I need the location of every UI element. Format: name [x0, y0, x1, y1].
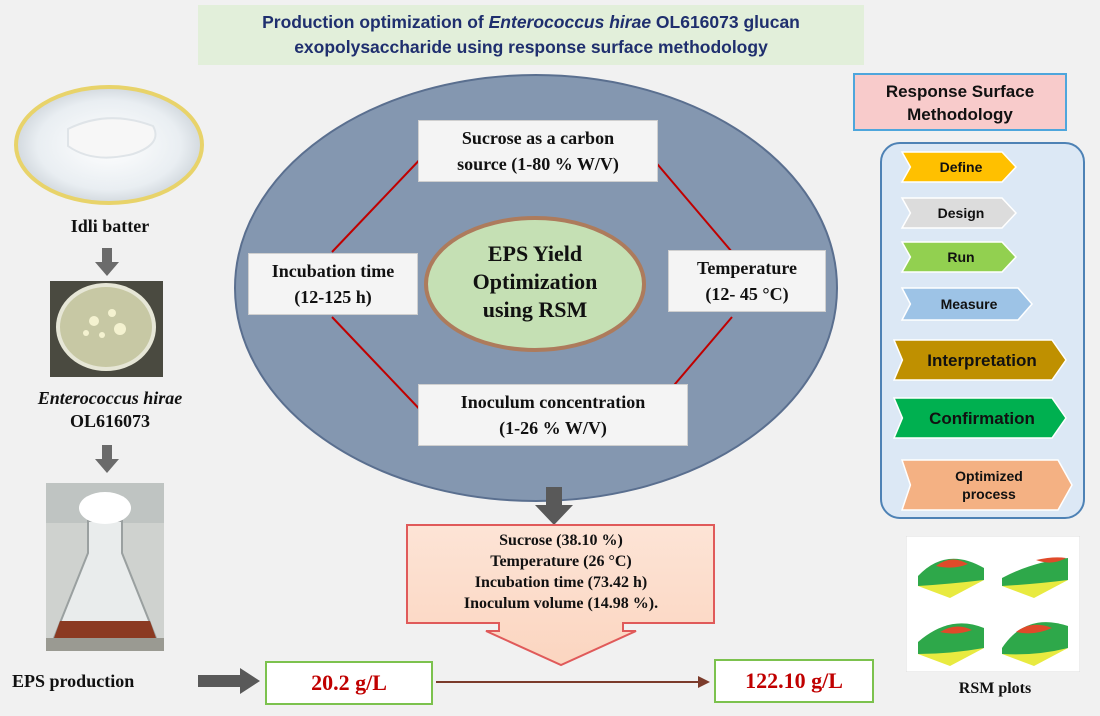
rsm-plot-3 [918, 623, 984, 666]
rsm-step-measure: Measure [900, 287, 1033, 321]
rsm-plots-label: RSM plots [958, 680, 1032, 697]
factor-incubation-line-2: (12-125 h) [294, 287, 372, 307]
rsm-step-run: Run [900, 241, 1018, 273]
organism-code: OL616073 [69, 411, 150, 431]
core-line-3: using RSM [482, 297, 588, 322]
optimized-conditions-text: Sucrose (38.10 %) Temperature (26 °C) In… [406, 530, 716, 614]
result-after: 122.10 g/L [714, 659, 874, 703]
down-arrow-2 [95, 445, 119, 473]
title-banner: Production optimization of Enterococcus … [198, 5, 864, 65]
core-oval [424, 216, 646, 352]
down-arrow-1 [95, 248, 119, 276]
idli-batter-photo [14, 85, 204, 205]
opt-line-1: Sucrose (38.10 %) [499, 532, 623, 549]
rsm-step-label: Define [940, 159, 983, 175]
core-text: EPS Yield Optimization using RSM [420, 240, 650, 324]
down-arrow-center [535, 487, 573, 525]
optimized-conditions-callout [406, 524, 715, 667]
rsm-plot-2 [1002, 557, 1068, 598]
rsm-header-line-1: Response Surface [885, 82, 1035, 101]
rsm-plot-1 [918, 558, 984, 598]
rsm-step-label: Confirmation [929, 409, 1035, 428]
rsm-step-label: Optimized [955, 468, 1023, 484]
factor-temperature: Temperature (12- 45 °C) [668, 250, 826, 312]
opt-line-3: Incubation time (73.42 h) [474, 574, 648, 591]
rsm-step-label: Interpretation [927, 351, 1037, 370]
core-line-1: EPS Yield [487, 241, 583, 266]
result-connector-arrow [436, 676, 710, 688]
rsm-step-label: Design [938, 205, 985, 221]
rsm-step-confirmation: Confirmation [892, 397, 1067, 439]
factor-sucrose-line-2: source (1-80 % W/V) [457, 154, 619, 174]
rsm-steps: DefineDesignRunMeasureInterpretationConf… [892, 151, 1073, 511]
rsm-step-label: process [962, 486, 1016, 502]
rsm-step-label: Run [947, 249, 974, 265]
factor-temperature-line-2: (12- 45 °C) [705, 284, 789, 304]
title-line-2: exopolysaccharide using response surface… [294, 37, 768, 57]
title-line-1: Production optimization of Enterococcus … [262, 12, 800, 32]
rsm-header: Response Surface Methodology [853, 73, 1067, 131]
rsm-step-design: Design [900, 197, 1018, 229]
factor-incubation-line-1: Incubation time [271, 261, 395, 281]
result-before: 20.2 g/L [265, 661, 433, 705]
factor-sucrose-line-1: Sucrose as a carbon [461, 128, 615, 148]
idli-batter-label: Idli batter [70, 216, 150, 236]
rsm-step-interpretation: Interpretation [892, 339, 1067, 381]
connector-line [331, 151, 428, 253]
rsm-step-define: Define [900, 151, 1018, 183]
rsm-plot-4 [1002, 622, 1068, 666]
opt-line-4: Inoculum volume (14.98 %). [463, 595, 659, 612]
factor-incubation: Incubation time (12-125 h) [248, 253, 418, 315]
rsm-step-label: Measure [941, 296, 998, 312]
eps-production-label: EPS production [12, 671, 135, 691]
opt-line-2: Temperature (26 °C) [490, 553, 632, 570]
factor-sucrose: Sucrose as a carbon source (1-80 % W/V) [418, 120, 658, 182]
core-line-2: Optimization [472, 269, 598, 294]
rsm-step-optimized-process: Optimized process [900, 459, 1073, 511]
flask-photo [46, 483, 164, 651]
factor-inoculum-line-1: Inoculum concentration [460, 392, 646, 412]
connector-line [331, 316, 428, 418]
organism-name: Enterococcus hirae [37, 388, 183, 408]
factor-inoculum: Inoculum concentration (1-26 % W/V) [418, 384, 688, 446]
rsm-plots-image [906, 536, 1080, 672]
right-arrow-eps [198, 668, 260, 694]
connector-line [646, 151, 733, 253]
factor-inoculum-line-2: (1-26 % W/V) [499, 418, 607, 438]
factor-temperature-line-1: Temperature [697, 258, 797, 278]
petri-dish-photo [50, 281, 163, 377]
rsm-header-line-2: Methodology [907, 105, 1013, 124]
